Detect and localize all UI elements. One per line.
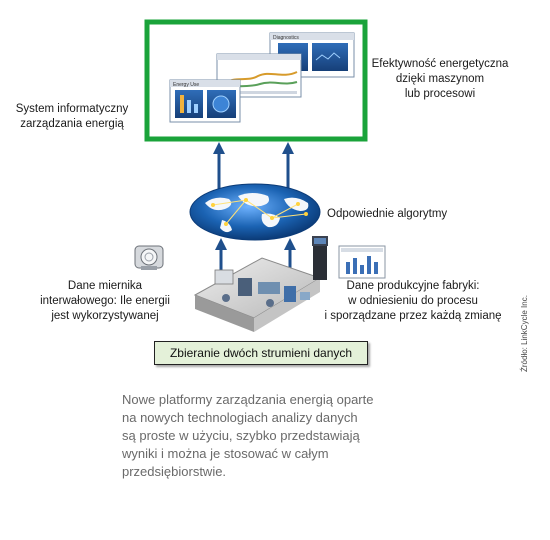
energy-use-screen-title: Energy Use [173,82,199,88]
caption-text: Nowe platformy zarządzania energią opart… [122,392,374,479]
interval-meter-icon [134,245,164,270]
production-data-icon [312,236,386,280]
label-efficiency: Efektywność energetyczna dzięki maszynom… [371,58,509,100]
diagnostics-screen-title: Diagnostics [273,35,299,41]
label-production: Dane produkcyjne fabryki: w odniesieniu … [324,280,502,322]
data-collection-banner: Zbieranie dwóch strumieni danych [154,341,368,365]
label-meter: Dane miernika interwałowego: Ile energii… [40,280,170,322]
label-algorithms: Odpowiednie algorytmy [327,208,448,220]
source-credit: Źródło: LinkCycle Inc. [520,295,529,372]
label-system: System informatyczny zarządzania energią [15,103,129,130]
factory-image [193,257,322,332]
chart-screen [216,53,302,98]
energy-use-screen: Energy Use [169,79,241,123]
globe-network [189,183,321,241]
